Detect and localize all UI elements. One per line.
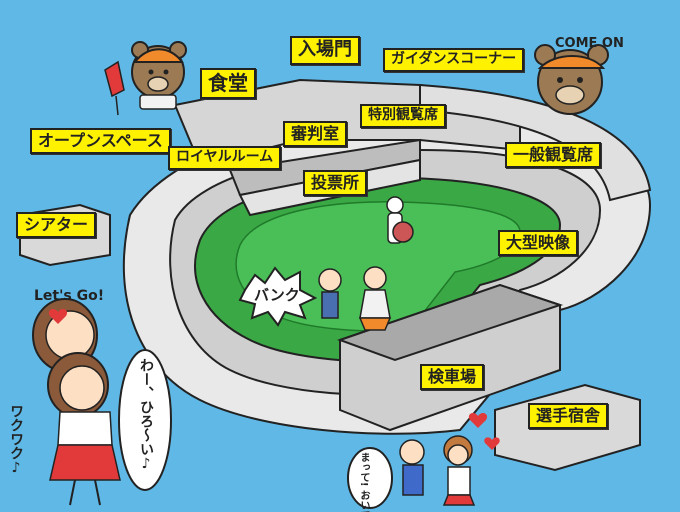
label-royal-room: ロイヤルルーム: [168, 146, 282, 170]
people-on-track: [318, 266, 392, 331]
cyclist-figures: [386, 196, 414, 244]
bear-mascot-right: [534, 44, 609, 115]
label-guidance-corner: ガイダンスコーナー: [383, 48, 525, 72]
girl-characters-left: [32, 298, 121, 506]
label-special-seats: 特別観覧席: [360, 104, 446, 128]
label-inspection-area: 検車場: [420, 364, 485, 390]
matte-balloon: [347, 447, 393, 509]
label-cafeteria: 食堂: [200, 68, 256, 99]
label-open-space: オープンスペース: [30, 128, 171, 154]
heart-icon: [48, 309, 68, 324]
label-betting-office: 投票所: [303, 170, 368, 196]
label-theater: シアター: [16, 212, 97, 238]
label-rider-dorm: 選手宿舎: [528, 403, 609, 429]
couple-characters-bottom: [399, 435, 476, 506]
bank-bubble: [238, 266, 318, 327]
label-general-seats: 一般観覧席: [505, 142, 602, 168]
matte-text: まって! おいてかないで!: [358, 452, 369, 512]
general-stand-roof: [419, 83, 652, 202]
lets-go-text: Let's Go!: [34, 288, 105, 304]
come-on-text: COME ON: [555, 36, 624, 51]
label-judges-room: 審判室: [283, 121, 348, 147]
label-entrance-gate: 入場門: [290, 36, 360, 65]
bear-mascot-left: [131, 41, 187, 110]
label-big-screen: 大型映像: [498, 230, 579, 256]
waa-hiroi-text: わー、ひろ〜い♪: [138, 358, 154, 472]
waa-hiroi-balloon: [118, 349, 172, 491]
bank-text: バンク: [254, 286, 300, 304]
firework-rocket-icon: [104, 60, 125, 116]
heart-icon: [484, 437, 500, 450]
wakuwaku-text: ワクワク♪: [8, 404, 24, 476]
heart-icon: [468, 413, 488, 428]
